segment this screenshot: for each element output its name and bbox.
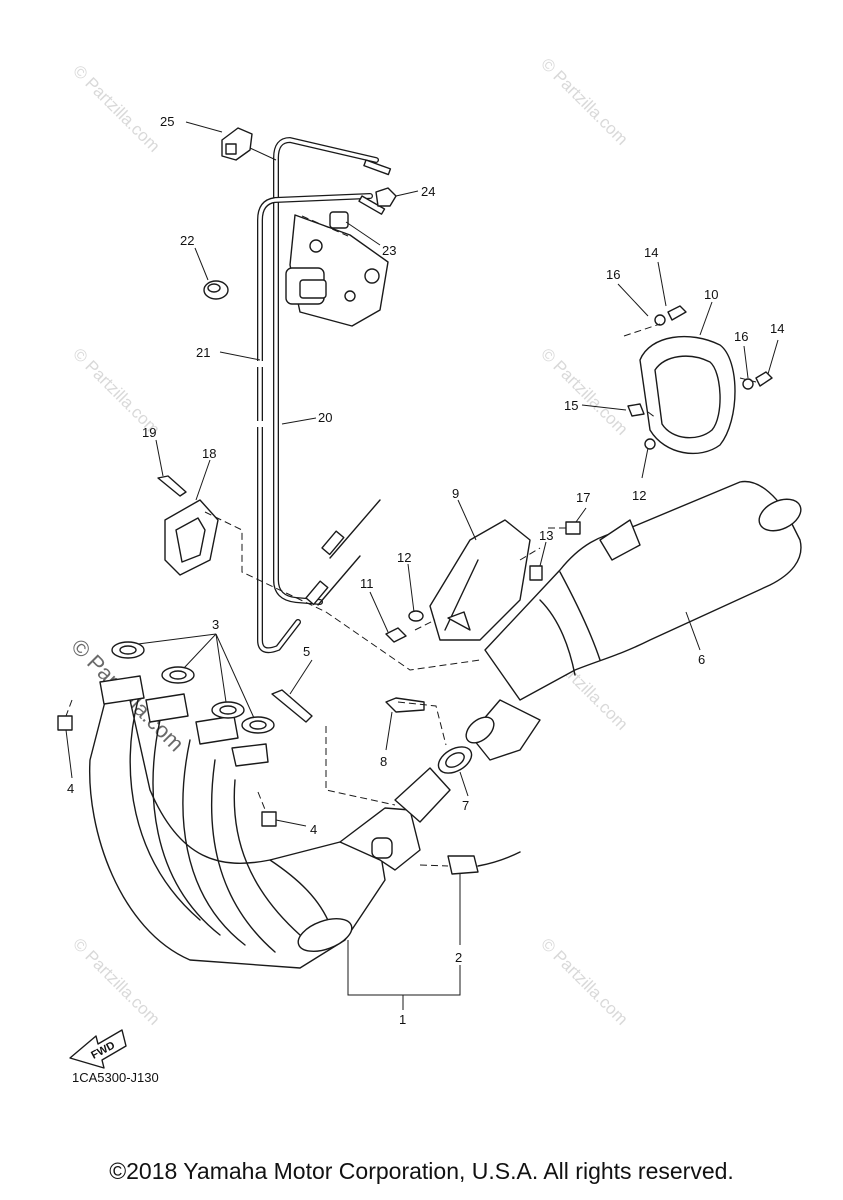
callout-15[interactable]: 15 — [564, 398, 578, 413]
callout-22[interactable]: 22 — [180, 233, 194, 248]
callout-18[interactable]: 18 — [202, 446, 216, 461]
callout-13[interactable]: 13 — [539, 528, 553, 543]
diagram-reference-code: 1CA5300-J130 — [72, 1070, 159, 1085]
callout-12[interactable]: 12 — [632, 488, 646, 503]
callout-14[interactable]: 14 — [644, 245, 658, 260]
callout-1[interactable]: 1 — [399, 1012, 406, 1027]
copyright-notice: ©2018 Yamaha Motor Corporation, U.S.A. A… — [109, 1158, 734, 1184]
callout-9[interactable]: 9 — [452, 486, 459, 501]
muffler-end-cover — [627, 305, 773, 455]
callout-5[interactable]: 5 — [303, 644, 310, 659]
callout-11[interactable]: 11 — [360, 576, 374, 591]
callout-6[interactable]: 6 — [698, 652, 705, 667]
exhaust-valve-servo — [203, 187, 397, 327]
exhaust-valve-cables — [248, 137, 392, 654]
leader-lines — [65, 121, 779, 1010]
callout-23[interactable]: 23 — [382, 243, 396, 258]
callout-17[interactable]: 17 — [576, 490, 590, 505]
cover-plate — [157, 475, 219, 576]
muffler — [385, 480, 802, 774]
watermark-text: © Partzilla.com — [69, 61, 163, 155]
callout-16[interactable]: 16 — [734, 329, 748, 344]
callout-19[interactable]: 19 — [142, 425, 156, 440]
watermark-text: © Partzilla.com — [537, 934, 631, 1028]
callout-21[interactable]: 21 — [196, 345, 210, 360]
cable-clamp — [221, 127, 253, 161]
callout-16[interactable]: 16 — [606, 267, 620, 282]
watermark-text: © Partzilla.com — [537, 54, 631, 148]
callout-4[interactable]: 4 — [310, 822, 317, 837]
muffler-protector — [385, 519, 581, 643]
callout-8[interactable]: 8 — [380, 754, 387, 769]
watermark-text: © Partzilla.com — [537, 344, 631, 438]
callout-20[interactable]: 20 — [318, 410, 332, 425]
callout-12[interactable]: 12 — [397, 550, 411, 565]
callout-labels: 1 2 3 4 4 5 6 7 8 9 10 11 12 12 13 14 14… — [67, 114, 784, 1027]
callout-25[interactable]: 25 — [160, 114, 174, 129]
assembly-lines — [65, 323, 757, 867]
callout-14[interactable]: 14 — [770, 321, 784, 336]
callout-3[interactable]: 3 — [212, 617, 219, 632]
exhaust-pipe-assembly — [57, 641, 521, 969]
callout-4[interactable]: 4 — [67, 781, 74, 796]
callout-2[interactable]: 2 — [455, 950, 462, 965]
callout-24[interactable]: 24 — [421, 184, 435, 199]
callout-7[interactable]: 7 — [462, 798, 469, 813]
watermark-text: © Partzilla.com — [69, 934, 163, 1028]
callout-10[interactable]: 10 — [704, 287, 718, 302]
forward-direction-badge: FWD — [69, 1029, 127, 1069]
